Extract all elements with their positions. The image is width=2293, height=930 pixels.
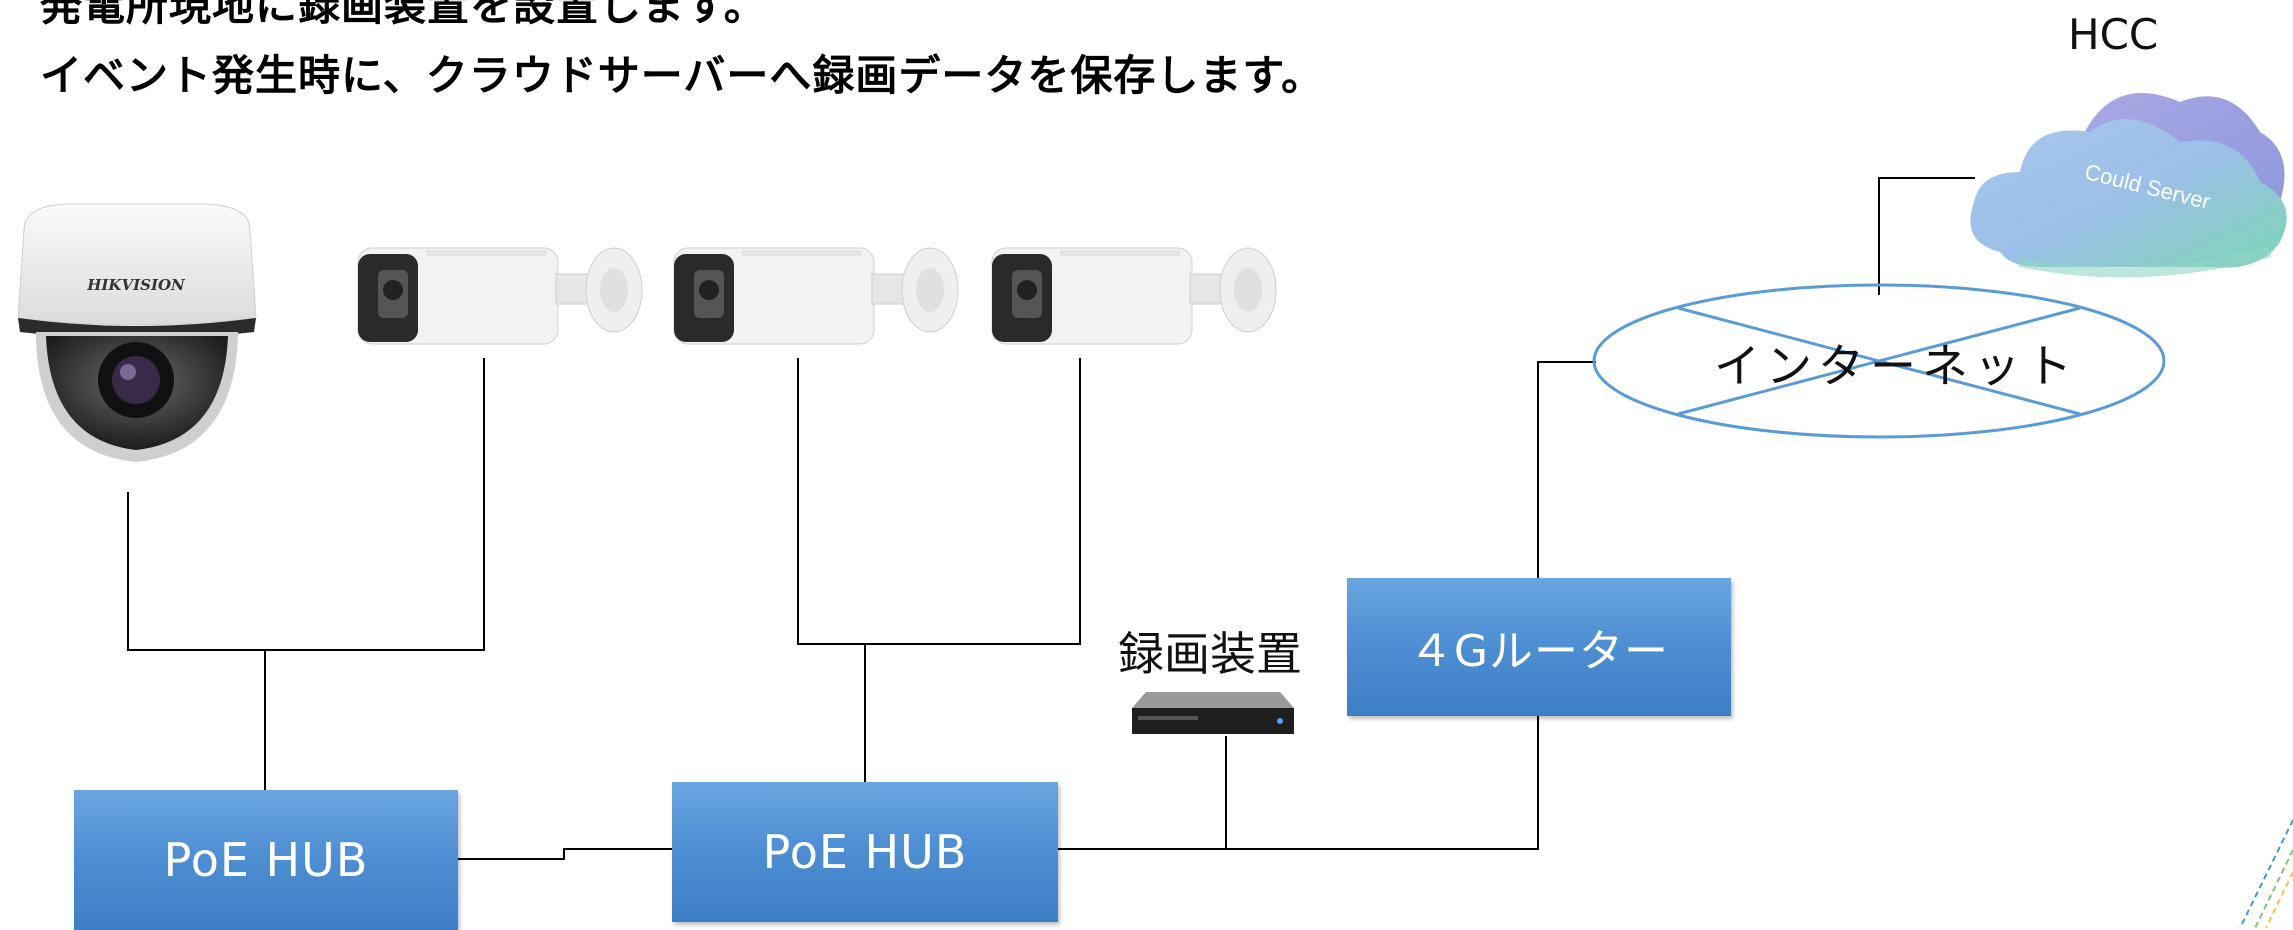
cloud-server-icon: Could Server xyxy=(1970,93,2287,278)
wire-internet-cloud xyxy=(1878,177,1975,295)
wire-hub2-router xyxy=(1058,716,1539,850)
wire-bullet-camera-2 xyxy=(797,358,865,645)
heading-line-1: 発電所現地に録画装置を設置します。 xyxy=(40,0,767,30)
wire-dome-camera xyxy=(127,492,265,651)
poe-hub-2-label: PoE HUB xyxy=(762,825,968,879)
wire-bullet-camera-1 xyxy=(265,358,485,651)
wire-hub1-hub2 xyxy=(458,848,672,860)
dome-brand-label: HIKVISION xyxy=(86,276,186,294)
wire-bullet-camera-3 xyxy=(865,358,1081,645)
heading-line-2: イベント発生時に、クラウドサーバーへ録画データを保存します。 xyxy=(40,51,1325,100)
nvr-device-icon xyxy=(1132,692,1294,734)
bullet-camera-icon xyxy=(357,247,643,345)
recorder-label: 録画装置 xyxy=(1118,627,1302,681)
ptz-dome-camera-icon: HIKVISION xyxy=(17,203,257,462)
bullet-camera-icon xyxy=(673,247,959,345)
decorative-dashed-lines xyxy=(2239,819,2293,928)
router-label: ４Gルーター xyxy=(1408,626,1670,677)
router-box: ４Gルーター xyxy=(1347,578,1731,716)
internet-label: インターネット xyxy=(1714,339,2078,393)
poe-hub-1-label: PoE HUB xyxy=(163,833,369,887)
hcc-label: HCC xyxy=(2068,10,2159,59)
poe-hub-2-box: PoE HUB xyxy=(672,782,1058,922)
wire-router-internet xyxy=(1537,361,1596,578)
internet-ellipse xyxy=(1592,283,2166,439)
poe-hub-1-box: PoE HUB xyxy=(74,790,458,930)
bullet-camera-icon xyxy=(991,247,1277,345)
